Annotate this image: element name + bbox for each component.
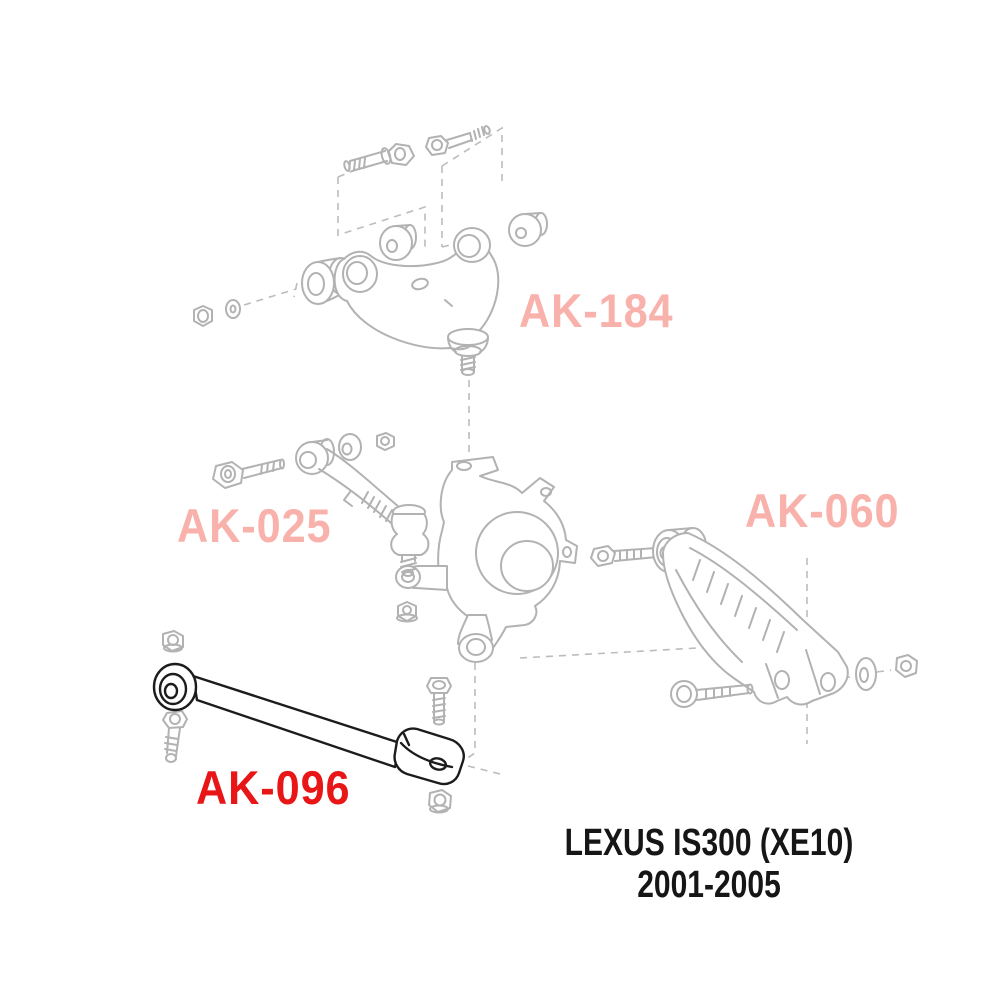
trailing-arm-assembly [590, 527, 918, 708]
lateral-link-bar [191, 674, 402, 769]
toe-arm-assembly [212, 432, 430, 577]
bolt-icon [343, 143, 415, 172]
bolt-icon [670, 680, 754, 708]
bushing-icon [295, 438, 335, 475]
bushing-icon [379, 224, 417, 261]
vehicle-years-text: 2001-2005 [637, 864, 781, 906]
nut-icon [376, 432, 395, 451]
vehicle-fitment-caption: LEXUS IS300 (XE10) 2001-2005 [551, 822, 867, 906]
nut-icon [193, 305, 213, 327]
lateral-link-eye [152, 662, 198, 712]
part-label-ak-025: AK-025 [177, 499, 332, 552]
bolt-icon [425, 125, 491, 156]
washer-icon [338, 433, 362, 461]
lateral-link-hardware [162, 630, 452, 814]
nut-icon [396, 601, 418, 623]
part-label-ak-096-highlighted: AK-096 [196, 761, 351, 814]
bushing-icon [508, 212, 548, 247]
ball-joint-icon [390, 504, 430, 577]
trailing-arm-body [662, 532, 849, 706]
part-label-ak-184: AK-184 [519, 284, 674, 337]
nut-icon [895, 654, 918, 678]
nut-icon [162, 630, 184, 653]
leader-lines [243, 126, 892, 775]
lateral-link-highlighted-part [152, 662, 465, 786]
washer-icon [855, 657, 877, 691]
knuckle-assembly [395, 456, 578, 726]
part-label-ak-060: AK-060 [745, 484, 900, 537]
ball-joint-icon [447, 328, 489, 376]
lateral-link-bracket [393, 727, 465, 786]
vehicle-model-text: LEXUS IS300 (XE10) [564, 822, 854, 864]
bolt-icon [426, 677, 452, 726]
cam-bolt-icon [212, 458, 285, 489]
bolt-icon [162, 710, 188, 763]
washer-icon [225, 299, 241, 319]
bolt-icon [590, 545, 658, 567]
upper-control-arm-assembly [193, 125, 548, 376]
nut-icon [428, 789, 452, 814]
